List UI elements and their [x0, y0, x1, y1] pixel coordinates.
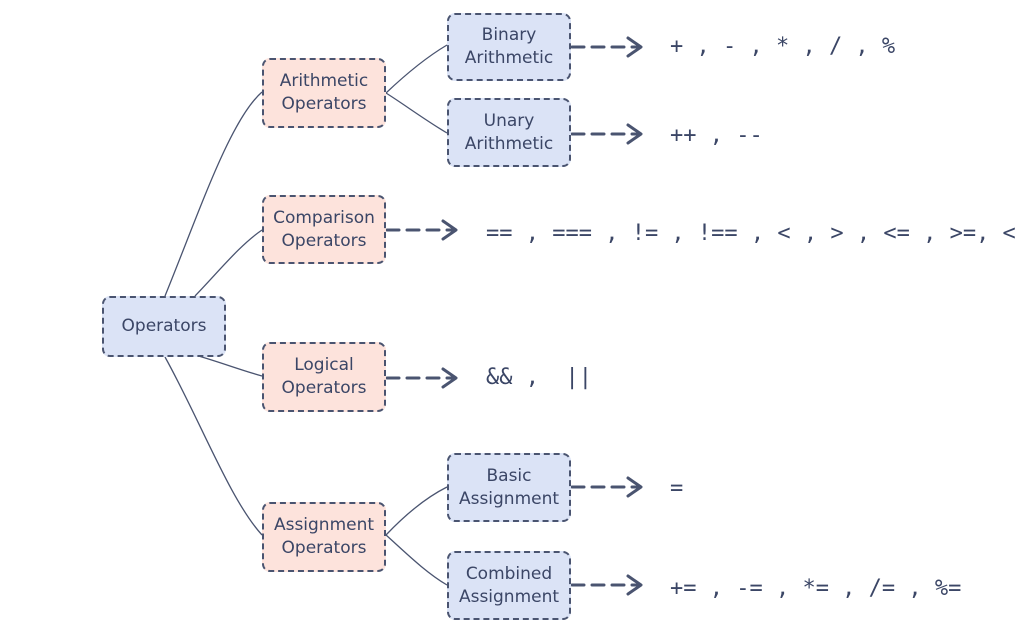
node-operators: Operators [102, 296, 226, 357]
node-comparison-operators: Comparison Operators [262, 195, 386, 264]
node-assignment-operators: Assignment Operators [262, 502, 386, 572]
node-arithmetic-operators: Arithmetic Operators [262, 58, 386, 128]
link-root-arithmetic [164, 91, 263, 297]
node-logical-operators: Logical Operators [262, 342, 386, 412]
link-arithmetic-binary [385, 44, 448, 94]
node-unary-arithmetic: Unary Arithmetic [447, 98, 571, 167]
basic-assignment-list: = [670, 476, 684, 501]
node-basic-assignment: Basic Assignment [447, 453, 571, 522]
link-root-assignment [164, 356, 263, 536]
link-arithmetic-unary [385, 92, 448, 134]
arrow-binary [570, 36, 643, 58]
link-assignment-combined [385, 534, 448, 586]
binary-operators-list: + , - , * , / , % [670, 34, 896, 59]
combined-assignment-list: += , -= , *= , /= , %= [670, 576, 962, 601]
logical-operators-list: && , || [486, 365, 592, 390]
arrow-combined [570, 574, 643, 596]
link-root-logical [194, 354, 263, 377]
unary-operators-list: ++ , -- [670, 123, 763, 148]
link-assignment-basic [385, 486, 448, 536]
arrow-logical [385, 367, 458, 389]
arrow-unary [570, 123, 643, 145]
link-root-comparison [194, 229, 263, 297]
arrow-basic [570, 476, 643, 498]
arrow-comparison [385, 219, 458, 241]
node-binary-arithmetic: Binary Arithmetic [447, 13, 571, 81]
comparison-operators-list: == , === , != , !== , < , > , <= , >=, <… [486, 221, 1015, 246]
node-combined-assignment: Combined Assignment [447, 551, 571, 620]
